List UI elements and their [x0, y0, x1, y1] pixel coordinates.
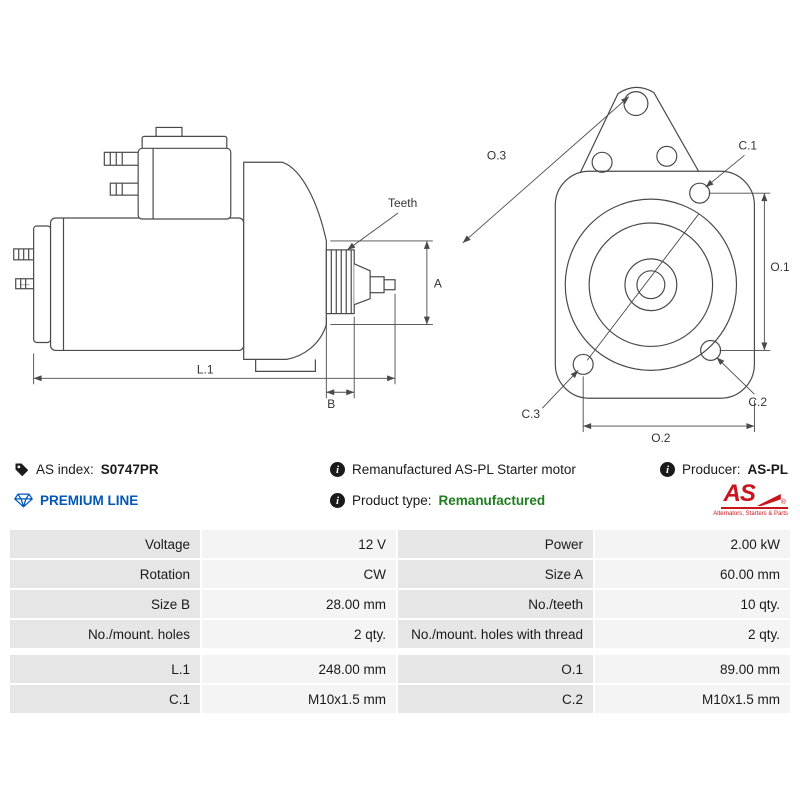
asp-logo: AS ® Alternators, Starters & Parts: [713, 482, 788, 517]
tag-icon: [15, 463, 29, 477]
spec-value-cell: 2.00 kW: [595, 530, 790, 558]
as-index-value: S0747PR: [100, 462, 159, 477]
info-row-2: PREMIUM LINE i Product type: Remanufactu…: [14, 482, 788, 517]
side-view: [13, 126, 396, 372]
product-type-value: Remanufactured: [438, 493, 546, 508]
spec-value-cell: 10 qty.: [595, 590, 790, 618]
spec-label-cell: No./teeth: [398, 590, 593, 618]
spec-label-cell: No./mount. holes: [10, 620, 200, 648]
spec-label-cell: Rotation: [10, 560, 200, 588]
spec-value-cell: 2 qty.: [595, 620, 790, 648]
spec-value-cell: 60.00 mm: [595, 560, 790, 588]
spec-value-cell: 12 V: [202, 530, 396, 558]
side-view-dimensions: [33, 212, 433, 399]
dim-label-a: A: [434, 277, 442, 291]
spec-label-cell: Power: [398, 530, 593, 558]
asp-logo-text: AS: [723, 480, 755, 507]
spec-label-cell: Size B: [10, 590, 200, 618]
as-index-label: AS index:: [36, 462, 94, 477]
dim-label-c2: C.2: [748, 395, 767, 409]
info-row-1: AS index: S0747PR i Remanufactured AS-PL…: [14, 454, 788, 485]
producer-value: AS-PL: [747, 462, 789, 477]
spec-value-cell: 28.00 mm: [202, 590, 396, 618]
spec-label-cell: L.1: [10, 655, 200, 683]
front-view: [554, 86, 756, 399]
spec-table: Voltage 12 V Power 2.00 kW Rotation CW S…: [10, 530, 790, 713]
spec-table-group-2: L.1 248.00 mm O.1 89.00 mm C.1 M10x1.5 m…: [10, 655, 790, 713]
dim-label-o2: O.2: [651, 431, 671, 445]
front-view-dimensions: [462, 96, 771, 433]
spec-value-cell: 2 qty.: [202, 620, 396, 648]
info-icon: i: [330, 493, 345, 508]
info-icon: i: [330, 462, 345, 477]
product-info-strip: AS index: S0747PR i Remanufactured AS-PL…: [0, 448, 800, 517]
dim-label-c3: C.3: [521, 407, 540, 421]
spec-label-cell: O.1: [398, 655, 593, 683]
spec-label-cell: No./mount. holes with thread: [398, 620, 593, 648]
asp-logo-subtext: Alternators, Starters & Parts: [713, 511, 788, 517]
spec-value-cell: M10x1.5 mm: [595, 685, 790, 713]
dim-label-b: B: [327, 397, 335, 411]
dim-label-o3: O.3: [487, 148, 507, 162]
spec-value-cell: 89.00 mm: [595, 655, 790, 683]
spec-label-cell: C.2: [398, 685, 593, 713]
spec-table-group-1: Voltage 12 V Power 2.00 kW Rotation CW S…: [10, 530, 790, 648]
dim-label-c1: C.1: [738, 138, 757, 152]
asp-logo-swoosh-icon: [756, 494, 781, 506]
spec-label-cell: C.1: [10, 685, 200, 713]
product-description: Remanufactured AS-PL Starter motor: [352, 462, 576, 477]
info-icon: i: [659, 462, 675, 477]
spec-value-cell: CW: [202, 560, 396, 588]
product-type-label: Product type:: [352, 493, 432, 508]
asp-logo-registered-mark: ®: [780, 499, 786, 506]
spec-label-cell: Voltage: [10, 530, 200, 558]
product-diagram: Teeth A L.1 B: [13, 86, 790, 445]
spec-value-cell: M10x1.5 mm: [202, 685, 396, 713]
spec-value-cell: 248.00 mm: [202, 655, 396, 683]
starter-motor-drawing: Teeth A L.1 B: [13, 86, 790, 445]
dim-label-teeth: Teeth: [388, 196, 417, 210]
spec-label-cell: Size A: [398, 560, 593, 588]
dim-label-l1: L.1: [197, 362, 214, 376]
premium-line-badge: PREMIUM LINE: [40, 493, 139, 508]
premium-diamond-icon: [14, 493, 33, 508]
dim-label-o1: O.1: [770, 260, 790, 274]
producer-label: Producer:: [681, 462, 741, 477]
